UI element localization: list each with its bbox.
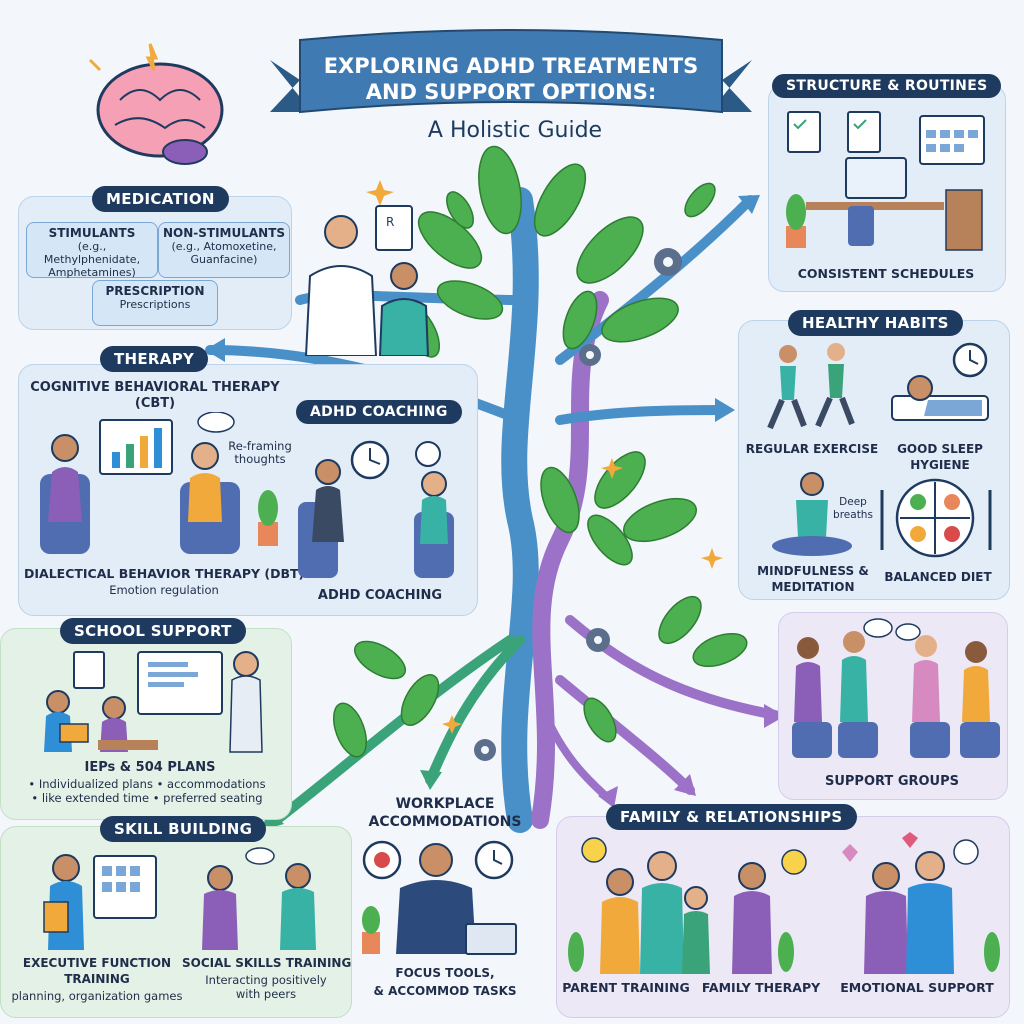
- iep-detail-2: • like extended time • preferred seating: [31, 791, 263, 805]
- workplace-title-1: WORKPLACE: [395, 796, 495, 812]
- banner-ribbon: [299, 29, 723, 114]
- reframing-note: Re-framing thoughts: [228, 439, 292, 466]
- skills-title: SKILL BUILDING: [100, 816, 267, 842]
- family-title: FAMILY & RELATIONSHIPS: [606, 804, 857, 830]
- iep-detail-1: • Individualized plans • accommodations: [28, 777, 266, 791]
- support-groups-label: SUPPORT GROUPS: [824, 774, 960, 789]
- therapy-title: THERAPY: [100, 346, 209, 372]
- non-stimulants-name: NON-STIMULANTS: [162, 226, 286, 240]
- school-title: SCHOOL SUPPORT: [60, 618, 246, 644]
- exec-function-detail: planning, organization games: [11, 989, 183, 1003]
- medication-title: MEDICATION: [92, 186, 229, 212]
- dbt-detail: Emotion regulation: [109, 583, 219, 597]
- diet-label: BALANCED DIET: [884, 570, 992, 584]
- trunk-purple: [531, 291, 609, 829]
- branch-family: [555, 675, 695, 795]
- family-illustration: [568, 832, 1000, 974]
- exercise-sleep-illustration: [767, 342, 989, 430]
- branch-skills: [265, 635, 515, 830]
- family-therapy-label: FAMILY THERAPY: [701, 980, 821, 995]
- brain-icon: [88, 43, 224, 165]
- coaching-illustration: [298, 440, 454, 578]
- non-stimulants-examples: (e.g., Atomoxetine, Guanfacine): [171, 240, 277, 266]
- title-line1: EXPLORING ADHD TREATMENTS: [323, 54, 699, 78]
- habits-title: HEALTHY HABITS: [788, 310, 963, 336]
- svg-text:R: R: [386, 215, 394, 229]
- workplace-illustration: [362, 840, 517, 955]
- exec-function-label-1: EXECUTIVE FUNCTION: [22, 956, 172, 970]
- title-line2: AND SUPPORT OPTIONS:: [365, 80, 657, 104]
- mindfulness-diet-illustration: [772, 472, 992, 558]
- non-stimulants-box[interactable]: NON-STIMULANTS (e.g., Atomoxetine, Guanf…: [158, 222, 290, 278]
- mindfulness-label-1: MINDFULNESS &: [757, 564, 869, 578]
- dbt-label: DIALECTICAL BEHAVIOR THERAPY (DBT): [24, 566, 305, 581]
- desk-illustration: [786, 111, 985, 251]
- cbt-label: COGNITIVE BEHAVIORAL THERAPY: [30, 380, 280, 395]
- prescription-detail: Prescriptions: [119, 298, 191, 311]
- stimulants-box[interactable]: STIMULANTS (e.g., Methylphenidate, Amphe…: [26, 222, 158, 279]
- exercise-label: REGULAR EXERCISE: [745, 442, 879, 456]
- doctor-child-illustration: R: [304, 205, 430, 356]
- cbt-abbrev: (CBT): [134, 396, 176, 411]
- skills-illustration: [43, 847, 316, 950]
- iep-label: IEPs & 504 PLANS: [84, 760, 216, 775]
- mindfulness-label-2: MEDITATION: [771, 580, 855, 594]
- page-subtitle: A Holistic Guide: [427, 118, 603, 143]
- trunk-blue: [501, 187, 539, 833]
- branch-habits: [555, 405, 730, 425]
- stimulants-name: STIMULANTS: [48, 226, 136, 240]
- branch-structure: [555, 195, 755, 365]
- sleep-label-2: HYGIENE: [910, 458, 970, 472]
- prescription-box[interactable]: PRESCRIPTION Prescriptions: [92, 280, 218, 326]
- classroom-illustration: [44, 651, 263, 753]
- social-skills-detail-2: with peers: [235, 987, 297, 1001]
- structure-label: CONSISTENT SCHEDULES: [797, 266, 975, 281]
- coaching-title: ADHD COACHING: [296, 400, 462, 424]
- workplace-detail-2: & ACCOMMOD TASKS: [373, 984, 517, 998]
- social-skills-label: SOCIAL SKILLS TRAINING: [182, 956, 352, 970]
- stimulants-examples: (e.g., Methylphenidate, Amphetamines): [43, 240, 141, 279]
- deep-breaths-note: Deep breaths: [833, 496, 873, 521]
- exec-function-label-2: TRAINING: [64, 972, 130, 986]
- sleep-label-1: GOOD SLEEP: [897, 442, 983, 456]
- coaching-label: ADHD COACHING: [317, 588, 443, 603]
- social-skills-detail-1: Interacting positively: [205, 973, 327, 987]
- workplace-detail-1: FOCUS TOOLS,: [395, 966, 495, 980]
- support-group-illustration: [792, 618, 1000, 758]
- structure-title: STRUCTURE & ROUTINES: [772, 74, 1002, 98]
- parent-training-label: PARENT TRAINING: [562, 980, 690, 995]
- workplace-title-2: ACCOMMODATIONS: [368, 814, 522, 830]
- cbt-illustration: [40, 412, 278, 554]
- prescription-name: PRESCRIPTION: [105, 284, 205, 298]
- emotional-support-label: EMOTIONAL SUPPORT: [840, 980, 994, 995]
